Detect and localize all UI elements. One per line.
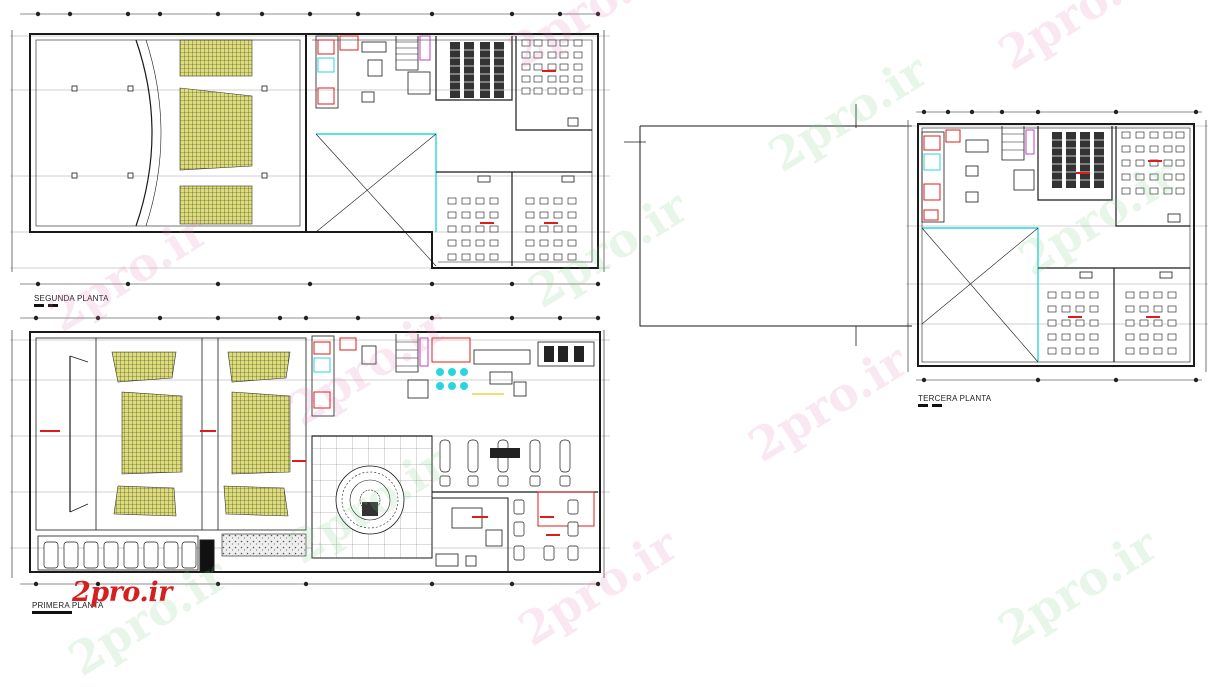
scale-bar bbox=[918, 404, 928, 407]
plan-title-primera: PRIMERA PLANTA bbox=[32, 601, 104, 610]
scale-bar bbox=[32, 611, 72, 614]
segunda-planta-plan bbox=[10, 11, 610, 287]
architectural-drawing-sheet bbox=[10, 11, 1208, 587]
plan-title-segunda: SEGUNDA PLANTA bbox=[34, 294, 109, 303]
plan-title-tercera: TERCERA PLANTA bbox=[918, 394, 992, 403]
tercera-planta-plan bbox=[624, 104, 1208, 383]
scale-bar bbox=[34, 304, 44, 307]
brand-logo: 2pro.ir bbox=[72, 577, 172, 608]
scale-bar bbox=[932, 404, 942, 407]
scale-bar bbox=[48, 304, 58, 307]
primera-planta-plan bbox=[10, 315, 610, 587]
